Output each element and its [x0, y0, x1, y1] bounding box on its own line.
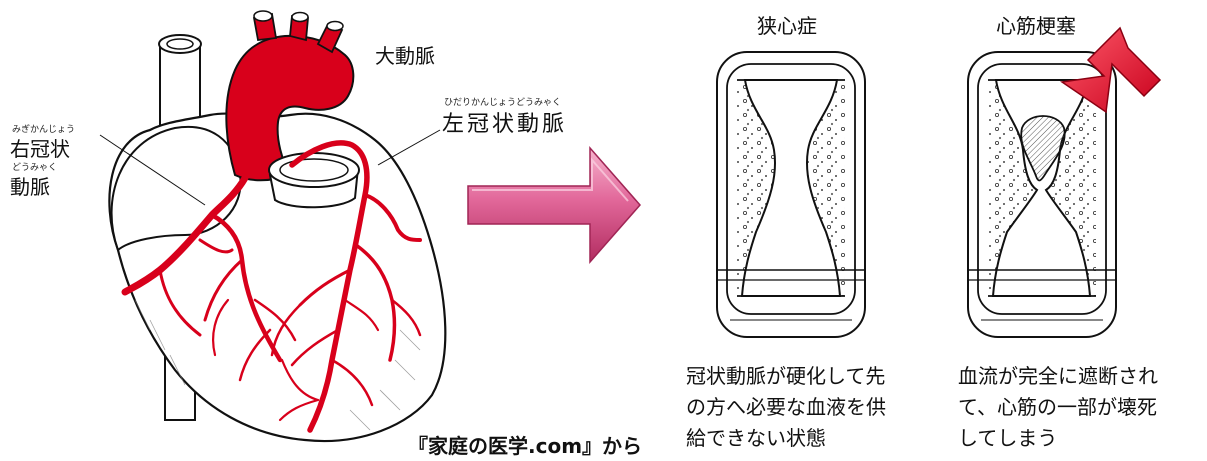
- left-coronary-label: 左冠状動脈: [442, 112, 568, 137]
- source-credit: 『家庭の医学.com』から: [408, 434, 643, 458]
- heart-illustration: [99, 10, 447, 443]
- angina-caption-line-3: 給できない状態: [686, 426, 826, 450]
- right-coronary-label-1: 右冠状: [10, 137, 70, 161]
- aorta-label: 大動脈: [375, 44, 435, 68]
- infarction-caption-line-1: 血流が完全に遮断され: [958, 364, 1158, 388]
- pink-arrow: [467, 146, 641, 264]
- leader-line-right-coronary: [99, 134, 206, 206]
- thrombus: [1020, 115, 1066, 182]
- aorta: [225, 34, 355, 182]
- angina-caption-line-1: 冠状動脈が硬化して先: [686, 364, 886, 388]
- angina-vessel: [716, 51, 866, 338]
- right-coronary-label-2: 動脈: [10, 175, 50, 199]
- coronary-arteries: [121, 140, 422, 433]
- infarction-title: 心筋梗塞: [996, 14, 1076, 38]
- left-coronary-ruby: ひだりかんじょうどうみゃく: [444, 98, 562, 108]
- infarction-caption-line-2: て、心筋の一部が壊死: [958, 395, 1157, 419]
- right-coronary-ruby-1: みぎかんじょう: [12, 125, 76, 135]
- angina-title: 狭心症: [757, 14, 817, 38]
- infarction-caption-line-3: してしまう: [958, 426, 1058, 450]
- red-arrow: [1059, 26, 1162, 114]
- right-coronary-ruby-2: どうみゃく: [12, 163, 58, 173]
- angina-caption-line-2: の方へ必要な血液を供: [686, 395, 886, 419]
- infarction-vessel: [967, 51, 1117, 338]
- leader-line-left-coronary: [377, 129, 441, 166]
